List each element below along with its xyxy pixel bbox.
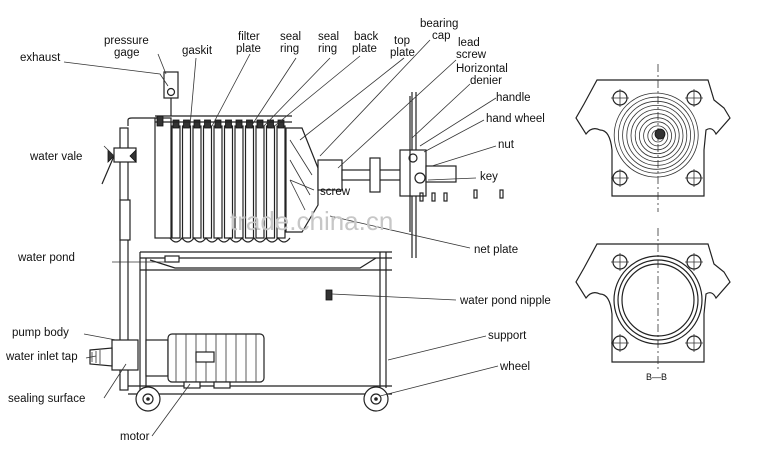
label-sealing-surface: sealing surface bbox=[8, 393, 85, 405]
spiral-ring bbox=[639, 117, 676, 155]
seal-ring bbox=[267, 119, 274, 129]
label-seal-ring-a-line2: ring bbox=[280, 43, 299, 55]
label-section-mark: B—B bbox=[646, 372, 667, 382]
label-support: support bbox=[488, 330, 527, 342]
label-key: key bbox=[480, 171, 498, 183]
label-water-inlet-tap: water inlet tap bbox=[5, 351, 78, 363]
label-pressure-gage-line1: pressure bbox=[104, 35, 149, 47]
filter-plate bbox=[181, 125, 192, 239]
filter-plate bbox=[213, 125, 223, 239]
spiral-ring bbox=[613, 92, 699, 178]
spiral-ring bbox=[618, 96, 695, 174]
pump-motor bbox=[89, 333, 265, 389]
section-view-bottom bbox=[575, 228, 731, 372]
section-view-top bbox=[575, 64, 731, 212]
label-pump-body: pump body bbox=[12, 327, 69, 339]
seal-ring bbox=[193, 119, 201, 129]
label-screw: screw bbox=[320, 186, 351, 198]
label-water-vale: water vale bbox=[29, 151, 82, 163]
label-water-pond-nipple: water pond nipple bbox=[459, 295, 551, 307]
seal-ring bbox=[235, 119, 243, 129]
label-filter-plate-line2: plate bbox=[236, 43, 261, 55]
label-filter-plate-line1: filter bbox=[238, 31, 260, 43]
label-horizontal-denier-line1: Horizontal bbox=[456, 63, 508, 75]
spiral-ring bbox=[647, 125, 669, 147]
seal-ring bbox=[183, 119, 190, 129]
gage-assembly bbox=[101, 71, 179, 241]
label-water-pond: water pond bbox=[17, 252, 75, 264]
seal-ring bbox=[256, 119, 264, 129]
seal-ring bbox=[204, 119, 211, 129]
label-back-plate-line1: back bbox=[354, 31, 379, 43]
seal-ring bbox=[214, 119, 222, 129]
filter-plate bbox=[202, 125, 213, 239]
seal-ring bbox=[277, 119, 285, 129]
wheels bbox=[135, 386, 389, 412]
seal-ring bbox=[225, 119, 232, 129]
filter-plate bbox=[192, 125, 202, 239]
label-seal-ring-b-line1: seal bbox=[318, 31, 339, 43]
spiral-ring bbox=[630, 109, 684, 162]
filter-plate bbox=[171, 125, 181, 239]
label-motor: motor bbox=[120, 431, 150, 443]
leader-lines bbox=[63, 39, 499, 437]
label-seal-ring-a-line1: seal bbox=[280, 31, 301, 43]
label-wheel: wheel bbox=[499, 361, 530, 373]
watermark-text: trade.china.cn bbox=[230, 206, 393, 236]
spiral-ring bbox=[622, 100, 691, 170]
label-exhaust: exhaust bbox=[20, 52, 61, 64]
label-bearing-cap-line1: bearing bbox=[420, 18, 458, 30]
label-lead-screw-line1: lead bbox=[458, 37, 480, 49]
water-pond-tray bbox=[149, 255, 377, 301]
screw-assembly bbox=[317, 96, 504, 232]
label-lead-screw-line2: screw bbox=[456, 49, 487, 61]
label-seal-ring-b-line2: ring bbox=[318, 43, 337, 55]
spiral-ring bbox=[626, 104, 688, 166]
label-back-plate-line2: plate bbox=[352, 43, 377, 55]
seal-ring bbox=[172, 119, 180, 129]
label-bearing-cap-line2: cap bbox=[432, 30, 451, 42]
label-horizontal-denier-line2: denier bbox=[470, 75, 502, 87]
seal-ring bbox=[246, 119, 253, 129]
spiral-ring bbox=[634, 113, 680, 159]
plate-pack bbox=[154, 115, 319, 243]
label-top-plate-line2: plate bbox=[390, 47, 415, 59]
label-gaskit: gaskit bbox=[182, 45, 213, 57]
label-handle: handle bbox=[496, 92, 531, 104]
label-net-plate: net plate bbox=[474, 244, 518, 256]
label-hand-wheel: hand wheel bbox=[486, 113, 545, 125]
label-nut: nut bbox=[498, 139, 515, 151]
label-pressure-gage-line2: gage bbox=[114, 47, 140, 59]
label-top-plate-line1: top bbox=[394, 35, 410, 47]
spiral-ring bbox=[643, 121, 672, 151]
